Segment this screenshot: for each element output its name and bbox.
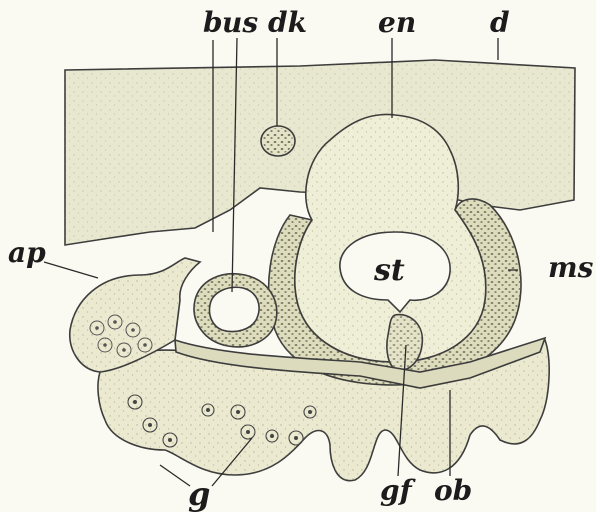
- label-st: st: [373, 253, 405, 288]
- label-us: us: [222, 6, 258, 39]
- label-ob: ob: [434, 474, 472, 507]
- region-us: [210, 287, 260, 331]
- label-d: d: [490, 6, 510, 39]
- label-dk: dk: [268, 6, 307, 39]
- label-b: b: [203, 6, 223, 39]
- label-ms: ms: [548, 251, 594, 284]
- label-ap: ap: [8, 236, 46, 269]
- label-en: en: [378, 6, 416, 39]
- label-gf: gf: [380, 474, 417, 507]
- label-g: g: [188, 475, 210, 512]
